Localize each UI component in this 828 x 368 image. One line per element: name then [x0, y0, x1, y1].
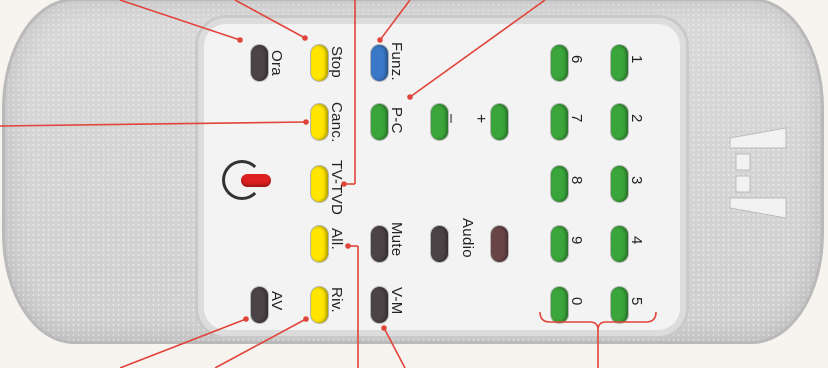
all-button[interactable]: [311, 226, 328, 262]
pc-button[interactable]: [371, 104, 388, 140]
number-5-button[interactable]: [611, 287, 628, 323]
number-8-label: 8: [568, 176, 585, 185]
number-7-button[interactable]: [551, 104, 568, 140]
funz-button[interactable]: [371, 45, 388, 81]
pc-label: P-C: [388, 107, 405, 134]
mute-label: Mute: [388, 222, 405, 257]
mute-button[interactable]: [371, 226, 388, 262]
brand-logo: [728, 108, 788, 238]
number-1-label: 1: [628, 55, 645, 64]
number-4-button[interactable]: [611, 226, 628, 262]
canc-label: Canc.: [328, 102, 345, 143]
number-5-label: 5: [628, 297, 645, 306]
power-button[interactable]: [241, 174, 271, 187]
number-9-button[interactable]: [551, 226, 568, 262]
audio-aux-button[interactable]: [491, 226, 508, 262]
vm-label: V-M: [388, 287, 405, 315]
tv-tvd-button[interactable]: [311, 166, 328, 202]
funz-label: Funz.: [388, 42, 405, 81]
ora-label: Ora: [268, 50, 285, 76]
av-label: AV: [268, 291, 285, 311]
number-7-label: 7: [568, 114, 585, 123]
riv-label: Riv.: [328, 287, 345, 313]
ora-button[interactable]: [251, 45, 268, 81]
audio-button[interactable]: [431, 226, 448, 262]
number-4-label: 4: [628, 236, 645, 245]
vm-button[interactable]: [371, 287, 388, 323]
plus-label: +: [471, 114, 489, 124]
all-label: All.: [328, 228, 345, 250]
tv-tvd-label: TV-TVD: [328, 160, 345, 215]
number-1-button[interactable]: [611, 45, 628, 81]
stop-button[interactable]: [311, 45, 328, 81]
canc-button[interactable]: [311, 104, 328, 140]
av-button[interactable]: [251, 287, 268, 323]
number-8-button[interactable]: [551, 166, 568, 202]
number-3-label: 3: [628, 176, 645, 185]
number-6-label: 6: [568, 55, 585, 64]
number-3-button[interactable]: [611, 166, 628, 202]
number-2-label: 2: [628, 114, 645, 123]
stop-label: Stop: [328, 46, 345, 78]
minus-label: –: [442, 114, 460, 123]
number-2-button[interactable]: [611, 104, 628, 140]
number-9-label: 9: [568, 236, 585, 245]
riv-button[interactable]: [311, 287, 328, 323]
number-6-button[interactable]: [551, 45, 568, 81]
number-0-label: 0: [568, 297, 585, 306]
number-0-button[interactable]: [551, 287, 568, 323]
audio-label: Audio: [459, 218, 476, 258]
plus-button[interactable]: [491, 104, 508, 140]
